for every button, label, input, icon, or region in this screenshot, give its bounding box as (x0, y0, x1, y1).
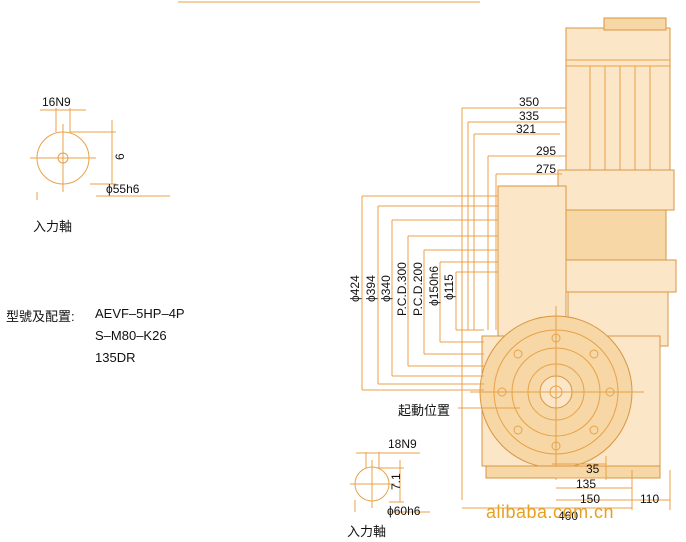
top-depth-label: 6 (113, 153, 127, 160)
dim-phi150: ϕ150h6 (427, 266, 441, 306)
model-line-3: 135DR (95, 350, 136, 365)
diameter-dimensions (361, 195, 498, 391)
bottom-depth-label: 7.1 (389, 473, 403, 490)
motor-body (565, 27, 671, 171)
top-shaft-detail (30, 108, 170, 200)
top-shaft-label: ϕ55h6 (106, 182, 140, 196)
base-plate (485, 465, 661, 479)
model-line-1: AEVF–5HP–4P (95, 306, 185, 321)
dim-295: 295 (536, 144, 556, 158)
dim-pcd300: P.C.D.300 (395, 262, 409, 316)
gear-motor (470, 17, 677, 480)
dim-460: 460 (558, 509, 578, 523)
reducer-head (553, 259, 677, 293)
bottom-shaft-detail (350, 452, 430, 513)
bottom-keyway-label: 18N9 (388, 437, 417, 451)
watermark: alibaba.com.cn (486, 502, 615, 522)
bottom-caption: 入力軸 (347, 524, 387, 539)
bottom-shaft-label: ϕ60h6 (387, 504, 421, 518)
motor-cap (603, 17, 667, 31)
dim-321: 321 (516, 122, 536, 136)
model-label: 型號及配置: (6, 309, 75, 324)
gearbox-upper (497, 185, 567, 337)
dim-phi340: ϕ340 (379, 275, 393, 302)
dim-phi424: ϕ424 (348, 275, 362, 302)
dim-150: 150 (580, 492, 600, 506)
top-keyway-label: 16N9 (42, 95, 71, 109)
dim-pcd200: P.C.D.200 (411, 262, 425, 316)
top-dimensions (461, 107, 566, 500)
dim-335: 335 (519, 109, 539, 123)
dim-phi115: ϕ115 (442, 274, 456, 300)
dim-35: 35 (586, 462, 600, 476)
model-line-2: S–M80–K26 (95, 328, 167, 343)
motor-flange (557, 169, 675, 211)
top-caption: 入力軸 (33, 219, 73, 234)
dim-275: 275 (536, 162, 556, 176)
dim-350: 350 (519, 95, 539, 109)
start-position-label: 起動位置 (398, 403, 451, 418)
adapter (565, 209, 667, 261)
dim-135: 135 (576, 477, 596, 491)
bottom-dimensions (462, 456, 671, 510)
dim-110: 110 (640, 492, 659, 506)
dim-phi394: ϕ394 (364, 275, 378, 302)
